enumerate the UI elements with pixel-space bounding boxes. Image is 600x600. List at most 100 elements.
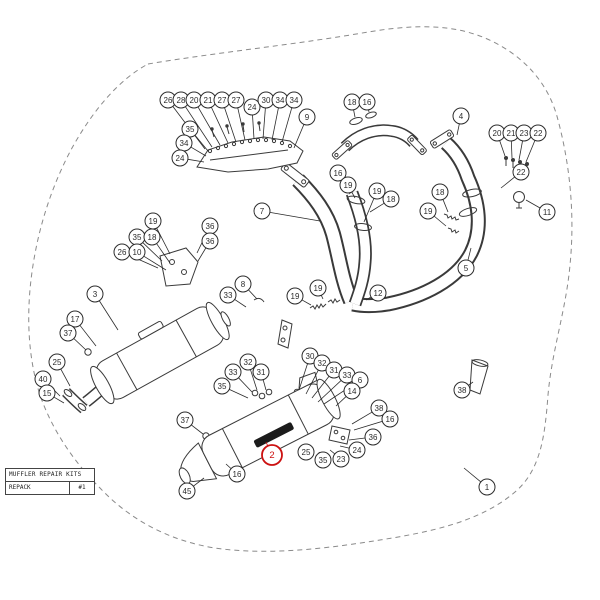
callout-circle-8: [234, 275, 252, 293]
callout-number-34: 34: [290, 96, 299, 105]
callout-circle-23: [332, 450, 350, 468]
callout-14: 14: [335, 382, 361, 407]
callout-circle-19: [368, 182, 386, 200]
callout-number-25: 25: [53, 358, 62, 367]
callout-circle-38: [370, 399, 388, 417]
callout-number-28: 28: [177, 96, 186, 105]
callout-20: 20: [185, 91, 221, 146]
kit-qty: #1: [78, 484, 86, 491]
callout-32: 32: [305, 354, 331, 395]
callout-number-45: 45: [183, 487, 192, 496]
callout-number-15: 15: [43, 389, 52, 398]
callout-number-36: 36: [206, 222, 215, 231]
callout-circle-24: [243, 98, 261, 116]
callout-number-8: 8: [241, 280, 246, 289]
pipe-holder: [513, 191, 525, 209]
callout-circle-33: [224, 363, 242, 381]
callout-number-11: 11: [543, 208, 552, 217]
callout-number-30: 30: [262, 96, 271, 105]
callout-circle-16: [329, 164, 347, 182]
kit-table-title: MUFFLER REPAIR KITS: [6, 469, 94, 482]
callout-number-36: 36: [206, 237, 215, 246]
callout-circle-35: [314, 451, 332, 469]
callout-22: 22: [525, 124, 547, 163]
right-link-pipe: [351, 137, 486, 313]
callout-number-33: 33: [343, 371, 352, 380]
callout-circle-37: [59, 324, 77, 342]
callout-number-23: 23: [520, 129, 529, 138]
callout-7: 7: [253, 202, 321, 222]
callout-number-34: 34: [180, 139, 189, 148]
callout-circle-35: [213, 377, 231, 395]
callout-circle-25: [297, 443, 315, 461]
callout-34: 34: [281, 91, 303, 143]
callout-36: 36: [348, 428, 382, 446]
callout-24: 24: [339, 441, 366, 459]
callout-number-24: 24: [248, 103, 257, 112]
muffler-repair-kits-table: MUFFLER REPAIR KITS REPACK #1: [5, 468, 95, 495]
callout-number-26: 26: [118, 248, 127, 257]
callout-circle-18: [431, 183, 449, 201]
callout-number-22: 22: [517, 168, 526, 177]
callout-circle-45: [178, 482, 196, 500]
callout-12: 12: [365, 284, 387, 302]
callout-number-35: 35: [133, 233, 142, 242]
akrapovic-logo-band: [254, 422, 294, 448]
callout-circle-9: [298, 108, 316, 126]
callout-17: 17: [66, 310, 97, 347]
callout-number-30: 30: [306, 352, 315, 361]
callout-3: 3: [86, 285, 119, 331]
callout-number-18: 18: [148, 233, 157, 242]
callout-circle-27: [227, 91, 245, 109]
callout-35: 35: [128, 228, 163, 262]
callout-number-33: 33: [229, 368, 238, 377]
gasket-rings: [349, 111, 377, 125]
callout-number-14: 14: [348, 387, 357, 396]
callout-19: 19: [309, 279, 327, 300]
callout-37: 37: [176, 411, 204, 435]
callout-circle-19: [309, 279, 327, 297]
callout-number-21: 21: [204, 96, 213, 105]
callout-number-18: 18: [436, 188, 445, 197]
callout-circle-17: [66, 310, 84, 328]
callout-19: 19: [419, 202, 447, 227]
callout-number-17: 17: [71, 315, 80, 324]
highlighted-callout-2: 2: [261, 441, 283, 466]
callout-number-19: 19: [373, 187, 382, 196]
callout-23: 23: [515, 124, 533, 161]
kit-name: REPACK: [6, 482, 70, 494]
callout-19: 19: [363, 182, 386, 223]
callout-number-31: 31: [330, 366, 339, 375]
callout-4: 4: [452, 107, 470, 136]
callout-circle-33: [219, 286, 237, 304]
kit-table-row: REPACK #1: [6, 482, 94, 494]
flange-elbow-right: [407, 134, 427, 156]
callout-8: 8: [234, 275, 258, 300]
callout-circle-15: [38, 384, 56, 402]
callout-circle-4: [452, 107, 470, 125]
callout-11: 11: [525, 199, 556, 221]
callout-circle-11: [538, 203, 556, 221]
callout-circle-14: [343, 382, 361, 400]
pipes-layer: [253, 111, 529, 313]
callout-9: 9: [293, 108, 316, 149]
callout-number-4: 4: [459, 112, 464, 121]
callout-circle-32: [239, 353, 257, 371]
callout-number-18: 18: [387, 195, 396, 204]
callout-number-24: 24: [176, 154, 185, 163]
callout-18: 18: [343, 93, 361, 118]
callout-number-26: 26: [164, 96, 173, 105]
callout-18: 18: [431, 183, 449, 213]
exhaust-springs: [253, 213, 460, 310]
callout-number-19: 19: [424, 207, 433, 216]
washer-row-left: [251, 388, 273, 400]
callout-33: 33: [224, 363, 253, 393]
callout-number-38: 38: [458, 386, 467, 395]
callout-31: 31: [252, 363, 270, 391]
callout-16: 16: [353, 410, 399, 431]
callout-34: 34: [175, 134, 207, 157]
callout-number-16: 16: [334, 169, 343, 178]
callout-23: 23: [329, 449, 350, 468]
